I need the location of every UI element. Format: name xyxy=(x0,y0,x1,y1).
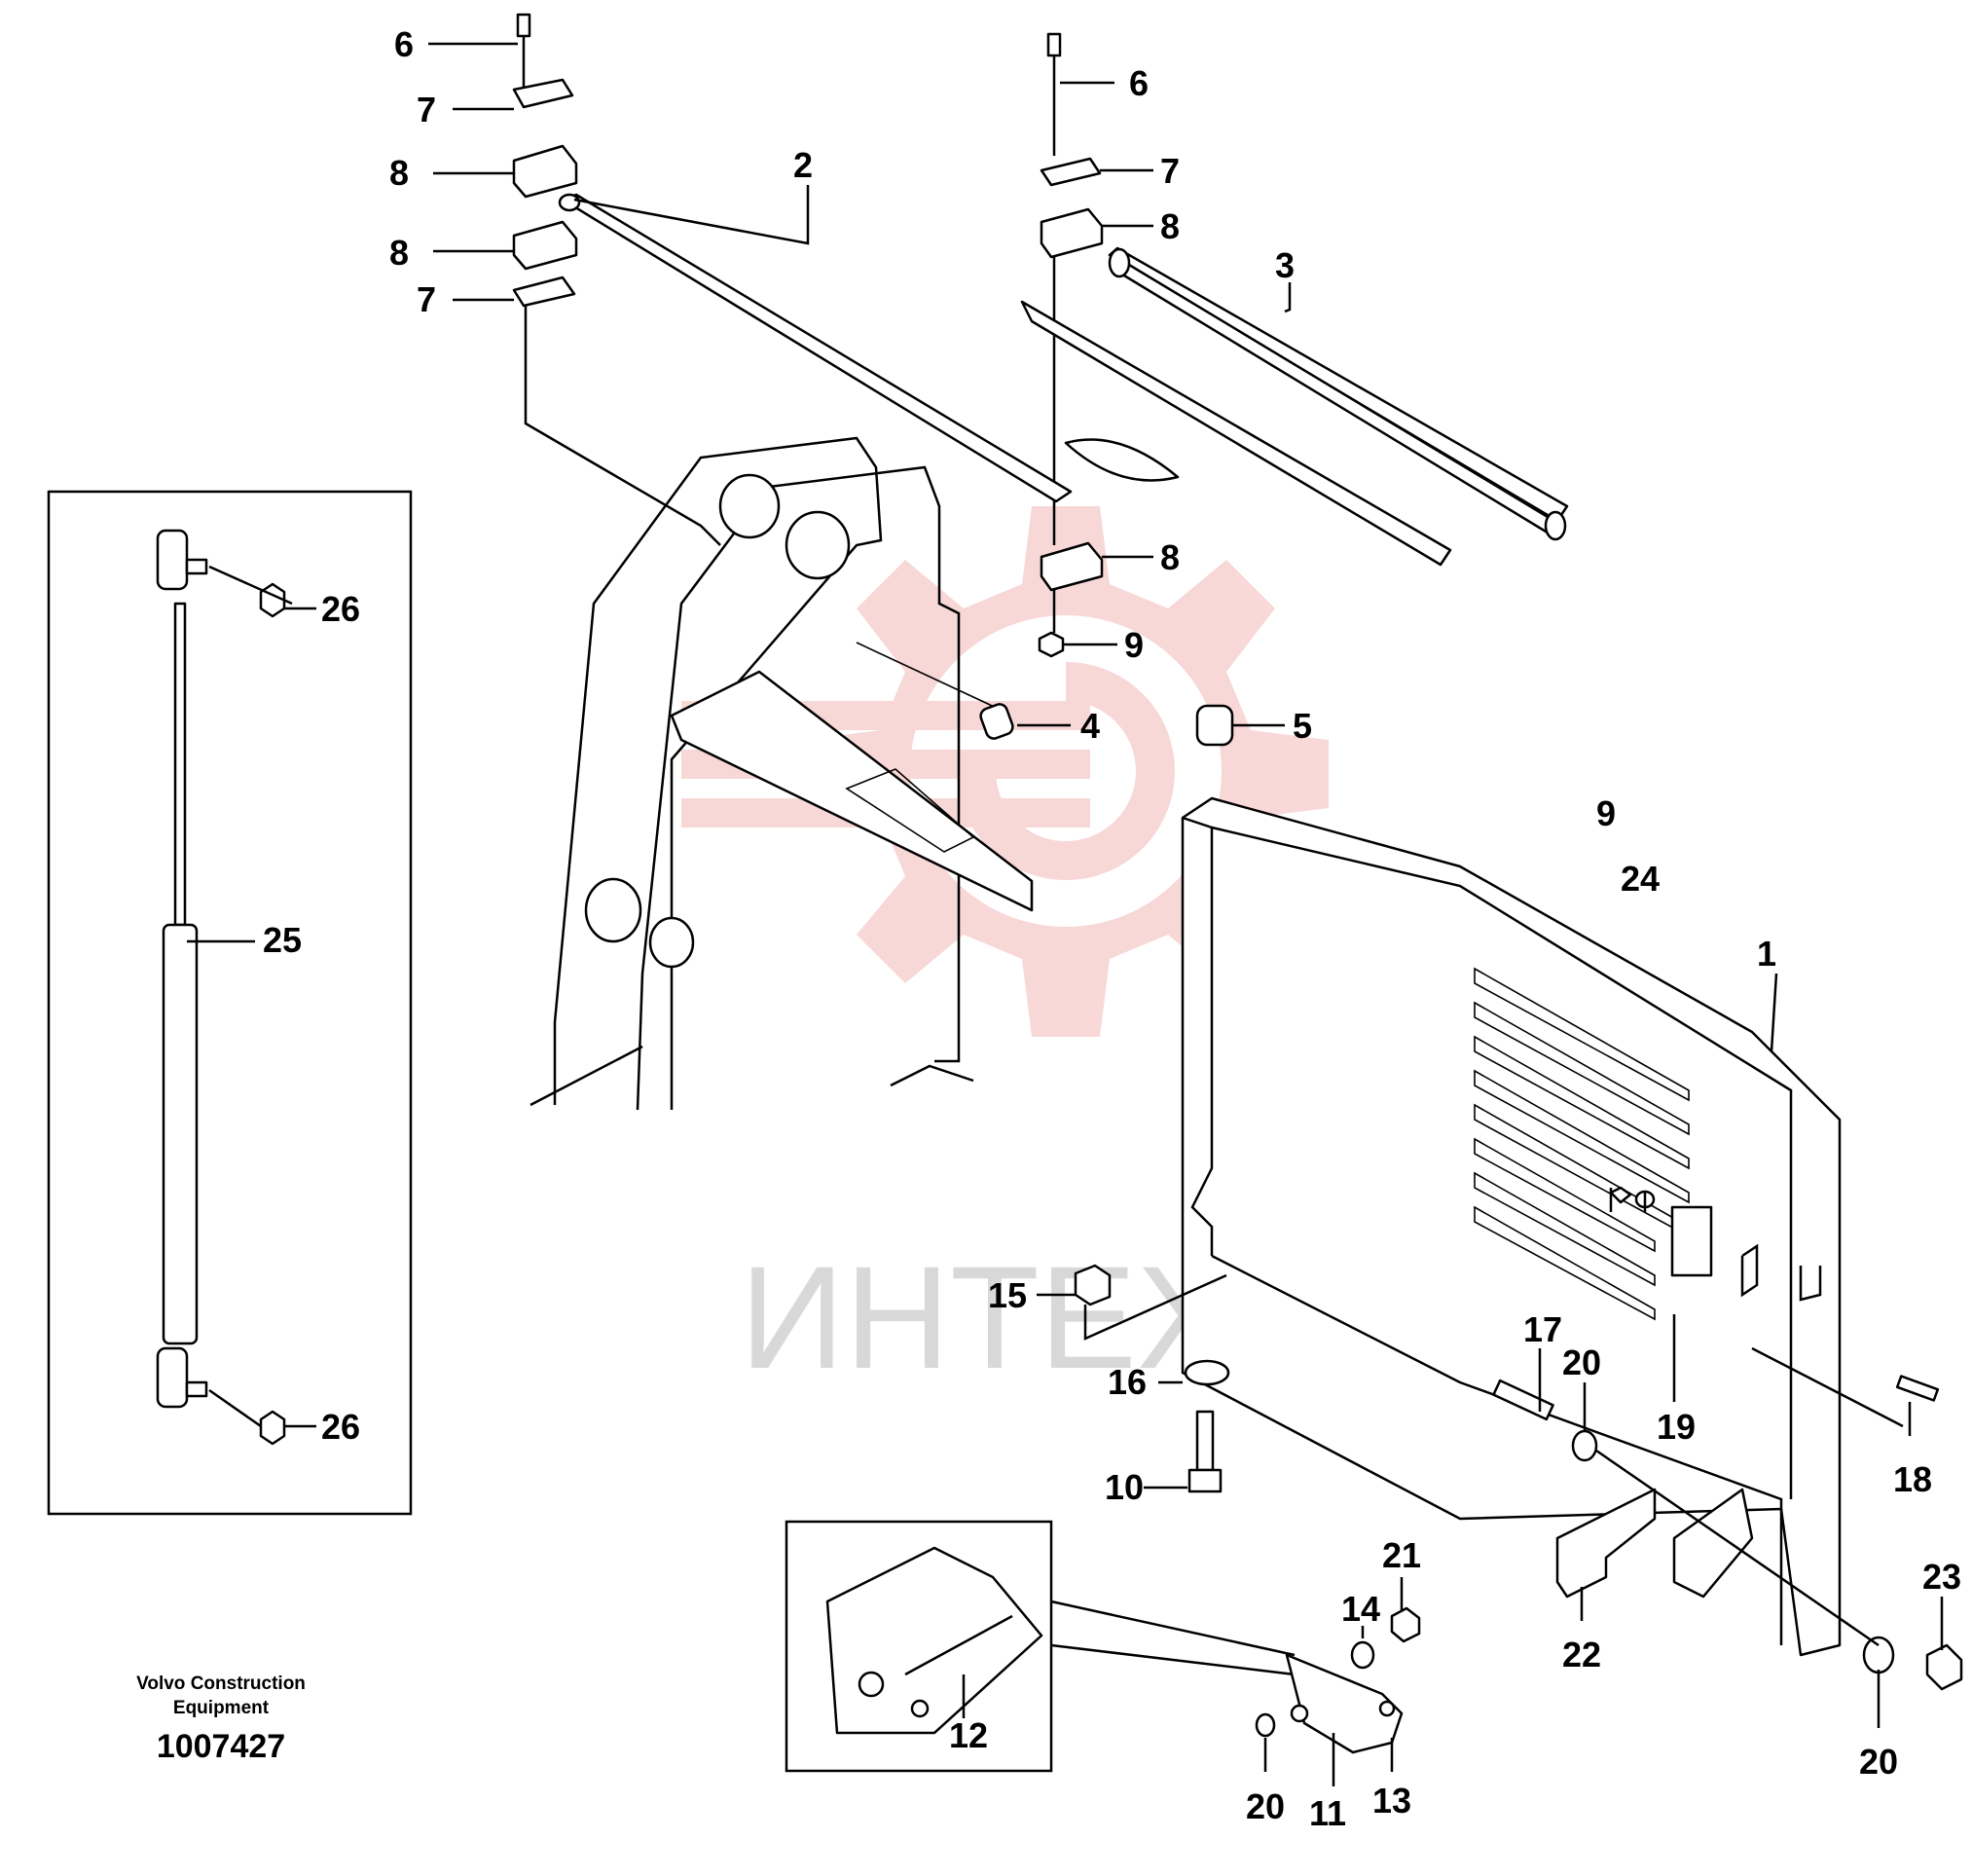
callout-21: 21 xyxy=(1382,1535,1421,1575)
callout-23: 23 xyxy=(1922,1557,1961,1597)
callout-3: 3 xyxy=(1275,245,1295,285)
caption-line1: Volvo Construction xyxy=(136,1674,306,1694)
callout-8a: 8 xyxy=(389,153,409,193)
callout-24: 24 xyxy=(1621,859,1660,899)
callout-13: 13 xyxy=(1372,1781,1411,1821)
callout-4: 4 xyxy=(1080,706,1100,746)
fastener-stack-left xyxy=(512,13,721,546)
callout-12: 12 xyxy=(949,1715,988,1755)
caption-code: 1007427 xyxy=(157,1728,285,1765)
callout-8d: 8 xyxy=(1160,537,1180,577)
boom-frame xyxy=(530,436,1234,1111)
callout-16: 16 xyxy=(1108,1362,1147,1402)
callout-7b: 7 xyxy=(417,279,436,319)
callout-7a: 7 xyxy=(417,90,436,129)
hinge-bracket xyxy=(1285,1653,1404,1754)
callout-17: 17 xyxy=(1523,1309,1562,1349)
shaft-and-seal xyxy=(558,193,1569,567)
hardware xyxy=(1074,1186,1963,1738)
callout-20a: 20 xyxy=(1562,1343,1601,1382)
callout-14: 14 xyxy=(1341,1589,1380,1629)
watermark-text: ИНТЕХ xyxy=(740,1235,1234,1399)
callout-6b: 6 xyxy=(1129,63,1149,103)
louvre-vents xyxy=(1474,967,1690,1321)
callout-5: 5 xyxy=(1293,706,1312,746)
callout-9b: 9 xyxy=(1596,793,1616,833)
callout-7c: 7 xyxy=(1160,151,1180,191)
hinge-plate xyxy=(1555,1488,1754,1599)
callout-22: 22 xyxy=(1562,1635,1601,1674)
callout-18: 18 xyxy=(1893,1459,1932,1499)
caption-line2: Equipment xyxy=(173,1698,270,1718)
caption: Volvo Construction Equipment 1007427 xyxy=(136,1674,306,1765)
callout-19: 19 xyxy=(1657,1407,1696,1447)
callout-numbers: 6 7 8 8 7 2 6 7 8 3 8 9 4 5 9 24 1 25 26… xyxy=(263,24,1961,1833)
callout-6a: 6 xyxy=(394,24,414,64)
callout-26b: 26 xyxy=(321,1407,360,1447)
callout-8c: 8 xyxy=(1160,206,1180,246)
callout-20b: 20 xyxy=(1859,1742,1898,1782)
callout-15: 15 xyxy=(988,1275,1027,1315)
callout-8b: 8 xyxy=(389,233,409,273)
callout-10: 10 xyxy=(1105,1467,1144,1507)
callout-9a: 9 xyxy=(1124,625,1144,665)
leader-lines xyxy=(187,42,1944,1786)
cover-panel xyxy=(1181,796,1842,1657)
hinge-inset xyxy=(785,1520,1053,1773)
callout-2: 2 xyxy=(793,145,813,185)
callout-25: 25 xyxy=(263,920,302,960)
callout-26a: 26 xyxy=(321,589,360,629)
callout-20c: 20 xyxy=(1246,1786,1285,1826)
gas-strut-inset xyxy=(47,490,413,1516)
callout-1: 1 xyxy=(1757,934,1776,974)
callout-11: 11 xyxy=(1309,1793,1346,1833)
